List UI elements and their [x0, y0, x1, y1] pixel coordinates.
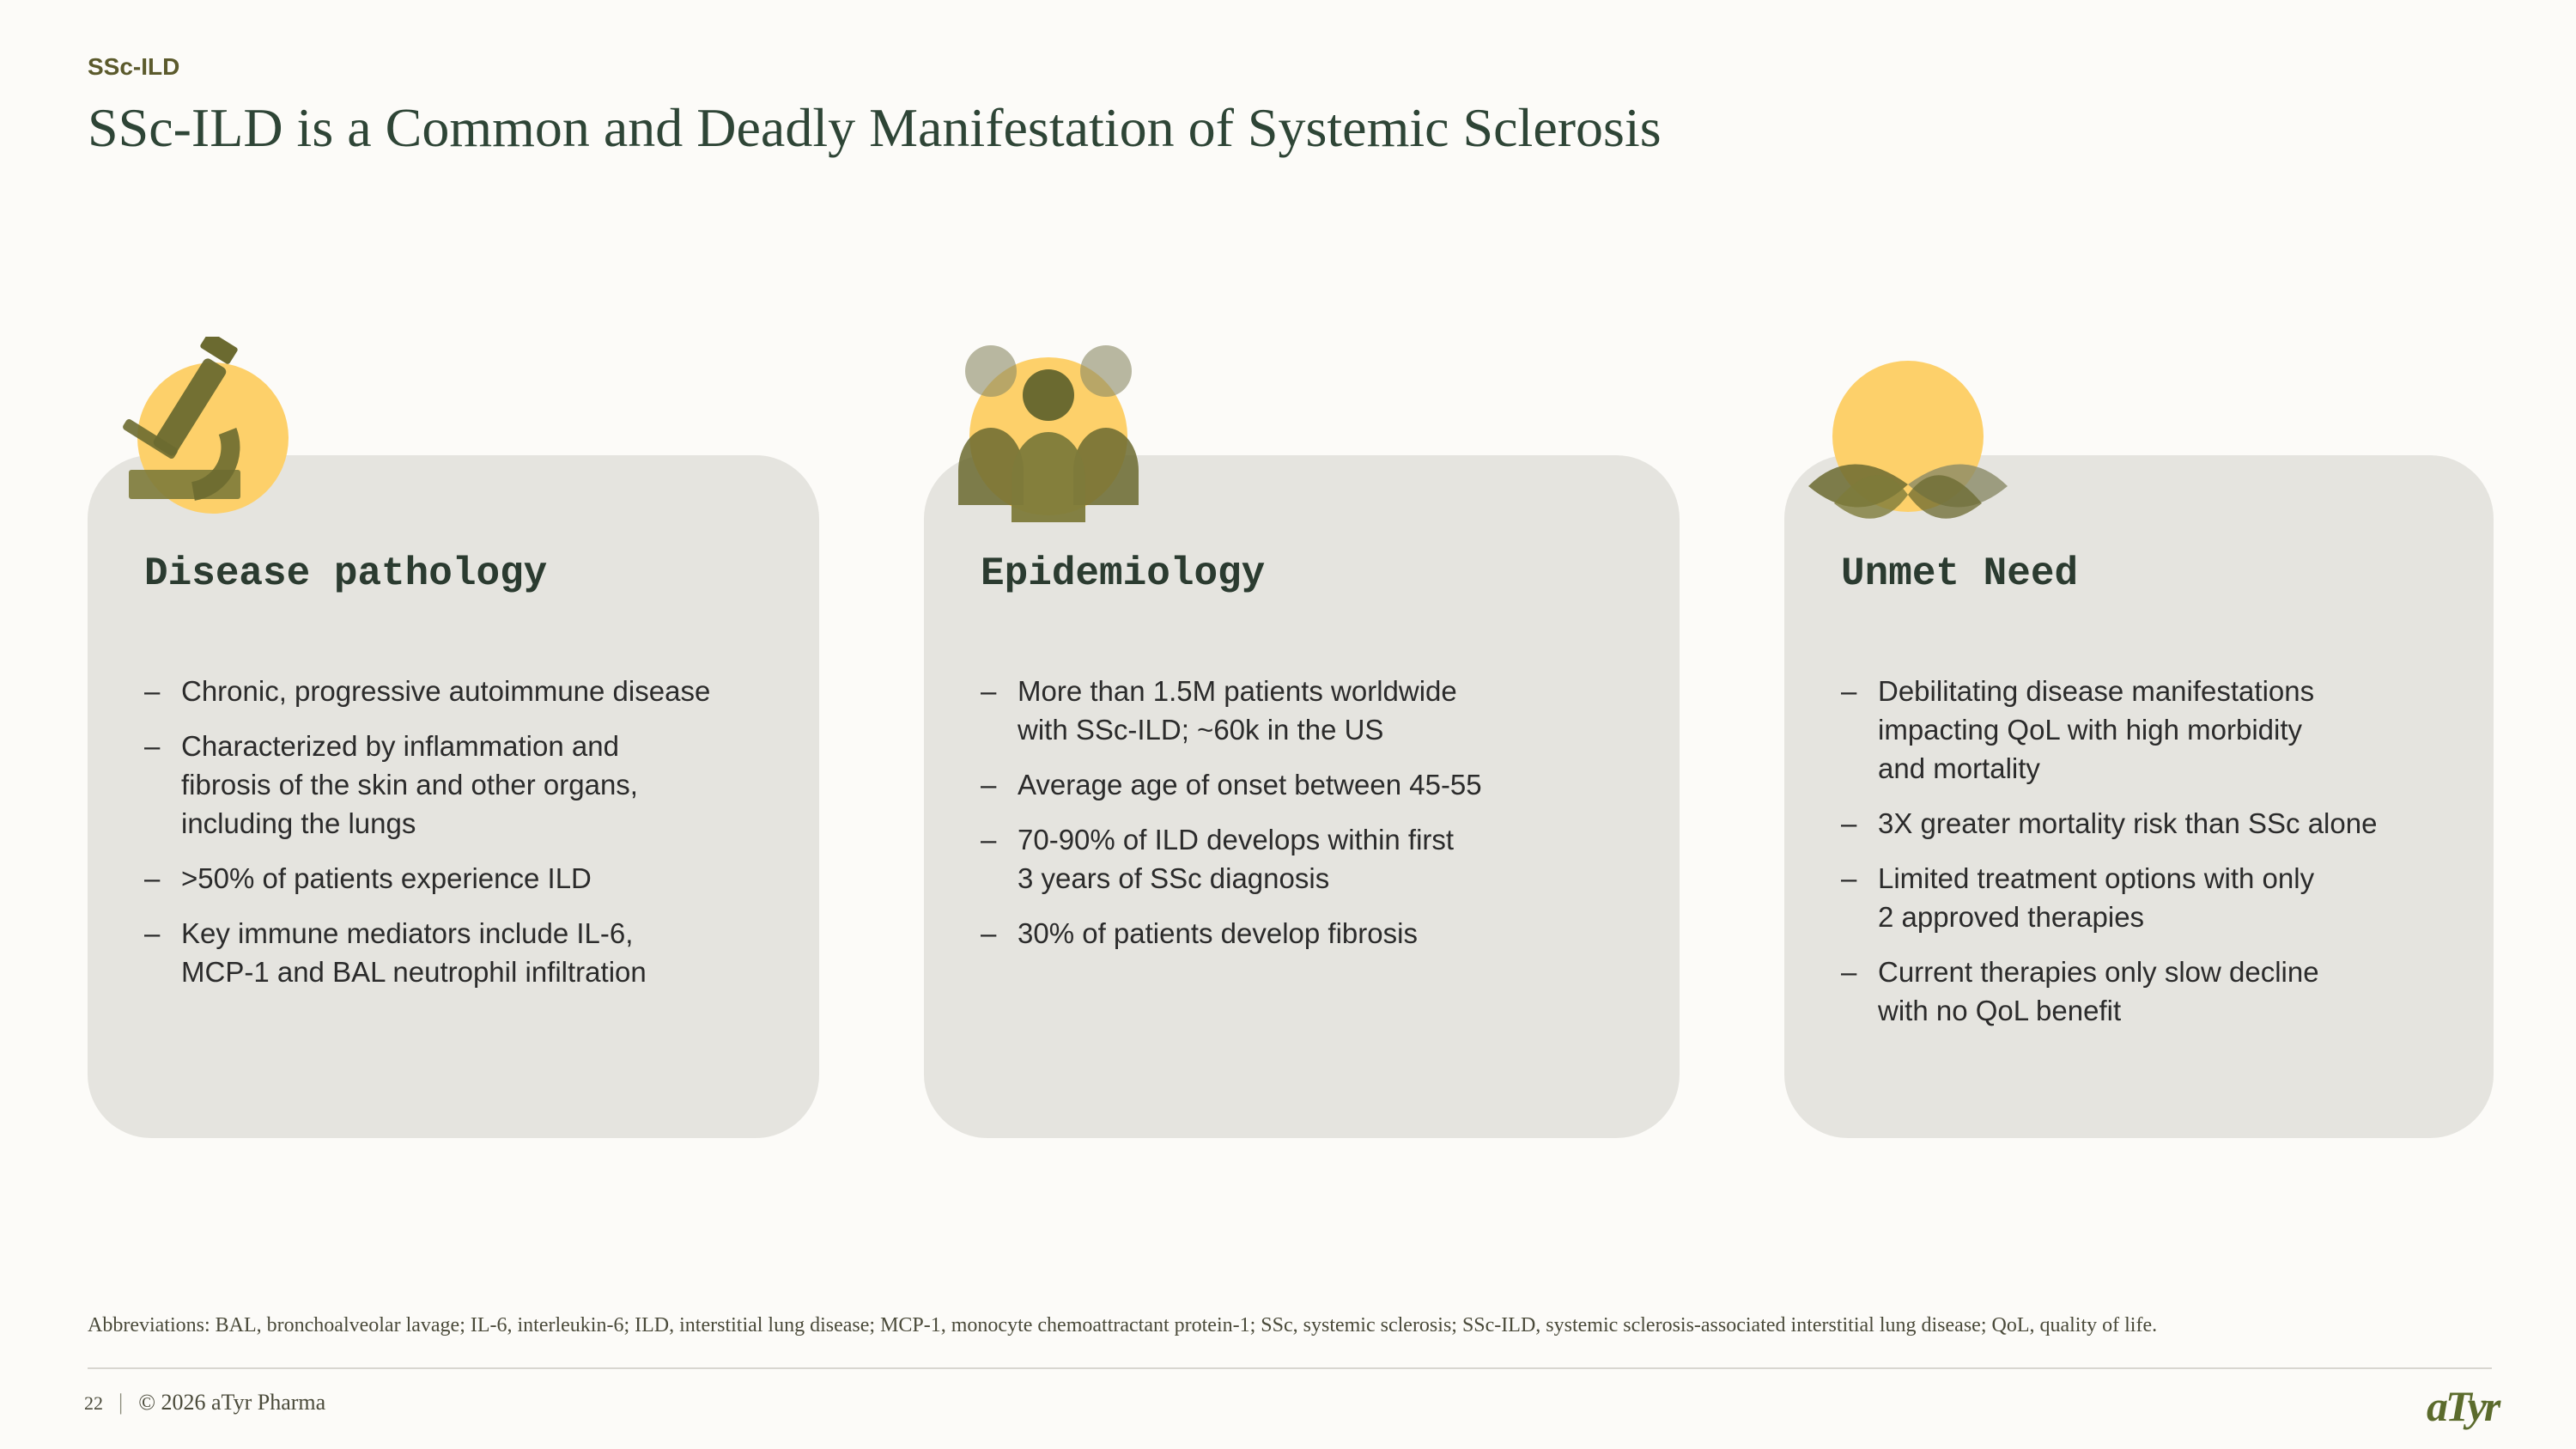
- copyright-text: © 2026 aTyr Pharma: [138, 1390, 326, 1415]
- bullet-dash: –: [144, 675, 161, 707]
- bullet-list: –More than 1.5M patients worldwide with …: [981, 672, 1662, 969]
- list-item: –Average age of onset between 45-55: [981, 765, 1662, 804]
- bullet-dash: –: [144, 862, 161, 894]
- bullet-dash: –: [981, 675, 997, 707]
- list-item-text: Chronic, progressive autoimmune disease: [181, 675, 711, 707]
- card-heading: Unmet Need: [1841, 551, 2079, 596]
- list-item-text: 3X greater mortality risk than SSc alone: [1878, 807, 2378, 839]
- bullet-dash: –: [1841, 862, 1857, 894]
- list-item-text: 30% of patients develop fibrosis: [1018, 917, 1418, 949]
- list-item: –Debilitating disease manifestations imp…: [1841, 672, 2476, 788]
- card-unmet-need: Unmet Need –Debilitating disease manifes…: [1784, 455, 2494, 1138]
- footer-separator: |: [118, 1390, 124, 1415]
- lotus-icon: [1800, 357, 2023, 538]
- list-item-text: Characterized by inflammation and fibros…: [181, 730, 638, 839]
- list-item-text: 70-90% of ILD develops within first 3 ye…: [1018, 824, 1455, 894]
- abbreviations-note: Abbreviations: BAL, bronchoalveolar lava…: [88, 1314, 2158, 1336]
- list-item: –70-90% of ILD develops within first 3 y…: [981, 820, 1662, 898]
- page-title: SSc-ILD is a Common and Deadly Manifesta…: [88, 97, 1662, 158]
- microscope-icon: [120, 332, 301, 517]
- list-item-text: Current therapies only slow decline with…: [1878, 956, 2319, 1026]
- list-item: –Chronic, progressive autoimmune disease: [144, 672, 802, 710]
- list-item-text: Debilitating disease manifestations impa…: [1878, 675, 2315, 784]
- company-logo: aTyr: [2427, 1382, 2500, 1430]
- list-item: –Limited treatment options with only 2 a…: [1841, 859, 2476, 936]
- footer-divider: [88, 1367, 2492, 1369]
- bullet-dash: –: [981, 824, 997, 855]
- bullet-dash: –: [1841, 675, 1857, 707]
- card-heading: Disease pathology: [144, 551, 548, 596]
- list-item-text: >50% of patients experience ILD: [181, 862, 592, 894]
- list-item: –Current therapies only slow decline wit…: [1841, 953, 2476, 1030]
- list-item: –>50% of patients experience ILD: [144, 859, 802, 898]
- bullet-dash: –: [144, 917, 161, 949]
- card-epidemiology: Epidemiology –More than 1.5M patients wo…: [924, 455, 1680, 1138]
- footer: 22 | © 2026 aTyr Pharma: [84, 1390, 325, 1416]
- bullet-dash: –: [1841, 956, 1857, 988]
- card-heading: Epidemiology: [981, 551, 1266, 596]
- list-item: –3X greater mortality risk than SSc alon…: [1841, 804, 2476, 843]
- bullet-dash: –: [144, 730, 161, 762]
- page-number: 22: [84, 1392, 103, 1414]
- list-item: –30% of patients develop fibrosis: [981, 914, 1662, 953]
- list-item-text: Average age of onset between 45-55: [1018, 769, 1482, 801]
- bullet-list: –Debilitating disease manifestations imp…: [1841, 672, 2476, 1046]
- section-eyebrow: SSc-ILD: [88, 53, 180, 80]
- bullet-dash: –: [981, 917, 997, 949]
- list-item-text: Key immune mediators include IL-6, MCP-1…: [181, 917, 647, 988]
- card-disease-pathology: Disease pathology –Chronic, progressive …: [88, 455, 819, 1138]
- bullet-dash: –: [981, 769, 997, 801]
- people-group-icon: [958, 342, 1139, 526]
- list-item: –Characterized by inflammation and fibro…: [144, 727, 802, 843]
- bullet-dash: –: [1841, 807, 1857, 839]
- list-item-text: More than 1.5M patients worldwide with S…: [1018, 675, 1457, 746]
- list-item-text: Limited treatment options with only 2 ap…: [1878, 862, 2315, 933]
- list-item: –More than 1.5M patients worldwide with …: [981, 672, 1662, 749]
- list-item: –Key immune mediators include IL-6, MCP-…: [144, 914, 802, 991]
- bullet-list: –Chronic, progressive autoimmune disease…: [144, 672, 802, 1008]
